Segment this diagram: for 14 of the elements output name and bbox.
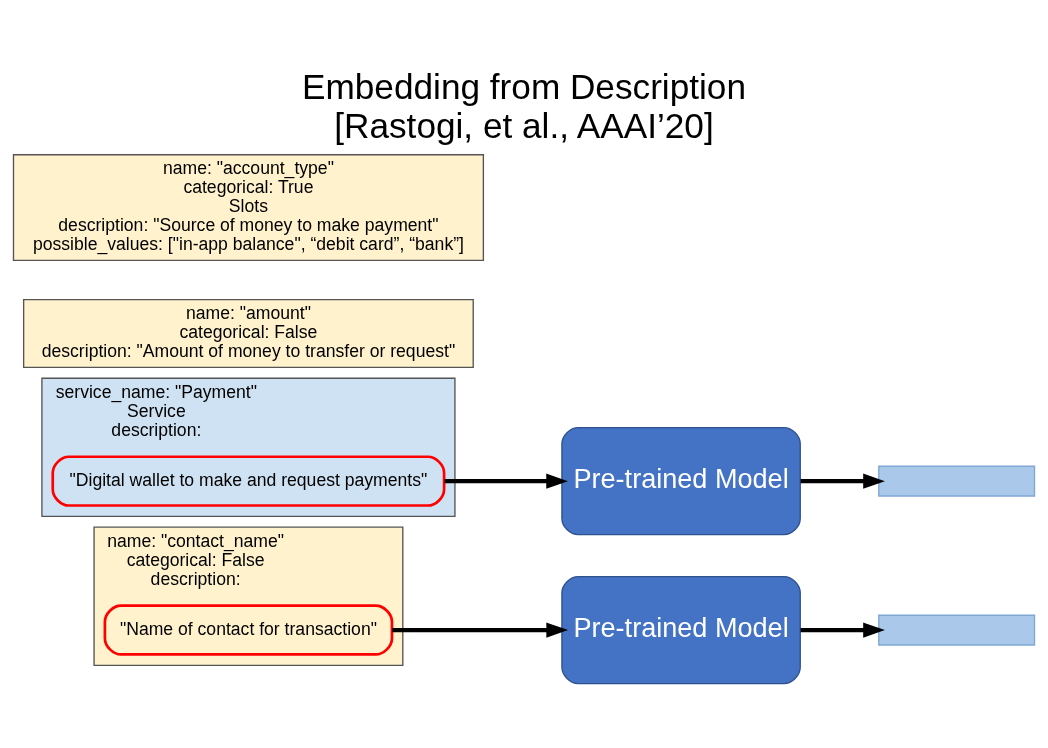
node-bar <box>878 465 1036 497</box>
node-box: Pre-trained Model <box>561 575 801 684</box>
arrow <box>800 473 885 489</box>
arrow <box>444 473 568 489</box>
node-box: "Digital wallet to make and request payments" <box>51 454 446 507</box>
diagram-title: Embedding from Description <box>302 66 746 106</box>
node-box: Pre-trained Model <box>561 426 801 535</box>
node-bar <box>878 614 1036 646</box>
arrow <box>392 622 569 638</box>
arrow <box>800 622 885 638</box>
node-box: name: "amount" categorical: False description: "Amount of money to transfer or request" <box>22 298 474 368</box>
node-box: name: "account_type" categorical: True Slots description: "Source of money to make payment" possible_values: ["in-app balance", “debit card”, “bank”] <box>12 153 485 261</box>
caption: [Rastogi, et al., AAAI’20] <box>334 105 714 145</box>
node-box: "Name of contact for transaction" <box>103 603 394 656</box>
